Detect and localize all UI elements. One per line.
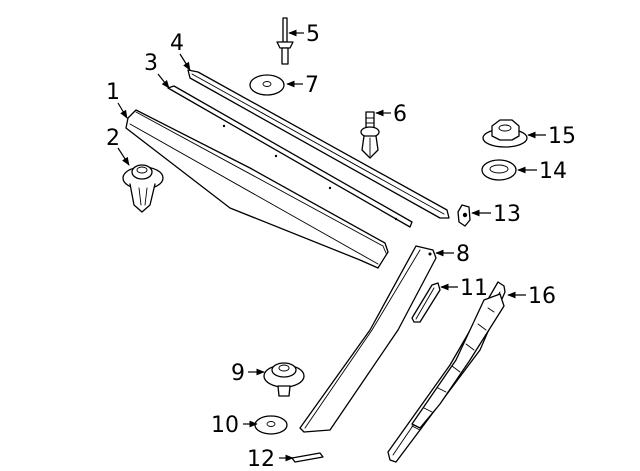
- leader-2: [117, 147, 130, 166]
- callout-9: 9: [231, 361, 245, 386]
- part-7-washer: [249, 74, 285, 96]
- part-10-washer: [254, 415, 288, 435]
- part-2-clip: [122, 164, 164, 213]
- callout-15: 15: [548, 124, 576, 149]
- callout-16: 16: [528, 284, 556, 309]
- callout-labels: 1 2 3 4 5 6 7 8 9 10 11 12 13 14 15 16: [106, 22, 576, 471]
- callout-13: 13: [493, 202, 521, 227]
- leader-4: [179, 53, 191, 71]
- part-16-channel: [387, 281, 506, 463]
- part-1-molding: [125, 109, 389, 269]
- callout-6: 6: [393, 102, 407, 127]
- part-4-seal: [187, 69, 450, 219]
- callout-12: 12: [247, 447, 275, 471]
- leader-3: [157, 73, 170, 89]
- part-14-washer: [481, 159, 517, 181]
- callout-7: 7: [305, 73, 319, 98]
- callout-1: 1: [106, 80, 120, 105]
- part-11-filler: [411, 282, 441, 323]
- part-3-trim-strip: [167, 85, 413, 228]
- part-6-rivet: [360, 111, 380, 159]
- callout-8: 8: [456, 242, 470, 267]
- callout-11: 11: [460, 276, 488, 301]
- part-5-pin: [276, 17, 294, 65]
- part-8-pillar-molding: [299, 245, 437, 433]
- callout-10: 10: [211, 413, 239, 438]
- part-13-clip: [457, 204, 471, 227]
- part-15-nut: [482, 119, 528, 148]
- part-9-grommet: [263, 362, 305, 397]
- leader-lines: [117, 29, 546, 462]
- callout-14: 14: [539, 159, 567, 184]
- callout-2: 2: [106, 126, 120, 151]
- callout-5: 5: [306, 22, 320, 47]
- callout-3: 3: [144, 51, 158, 76]
- part-12-strip: [291, 452, 324, 463]
- leader-1: [117, 102, 128, 119]
- callout-4: 4: [170, 31, 184, 56]
